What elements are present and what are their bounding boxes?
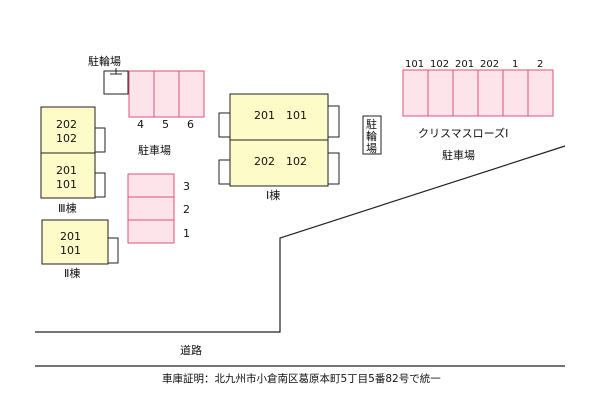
unit-number: 201 bbox=[60, 230, 81, 243]
building-iii-unit-lower bbox=[40, 152, 96, 199]
parking-number: 101 bbox=[405, 59, 424, 70]
building-ii: 201 101 Ⅱ棟 bbox=[41, 219, 119, 280]
parking-number: 201 bbox=[455, 59, 474, 70]
unit-number: 201 bbox=[254, 109, 275, 122]
unit-number: 102 bbox=[56, 132, 77, 145]
parking-number: 202 bbox=[480, 59, 499, 70]
parking-right: 101 102 201 202 1 2 bbox=[402, 59, 554, 117]
unit-number: 101 bbox=[56, 178, 77, 191]
parking-space bbox=[452, 69, 479, 117]
parking-number: 102 bbox=[430, 59, 449, 70]
building-iii-name: Ⅲ棟 bbox=[58, 201, 77, 215]
parking-space bbox=[402, 69, 429, 117]
bicycle-parking-vertical-char: 場 bbox=[366, 142, 377, 155]
building-i-name: Ⅰ棟 bbox=[266, 188, 280, 202]
parking-space-2 bbox=[127, 196, 175, 221]
unit-number: 101 bbox=[286, 109, 307, 122]
building-i-balcony bbox=[218, 159, 231, 185]
parking-number: 1 bbox=[512, 59, 518, 70]
unit-number: 101 bbox=[60, 244, 81, 257]
parking-space-4 bbox=[128, 70, 155, 118]
parking-number: 3 bbox=[183, 180, 190, 193]
unit-number: 102 bbox=[286, 155, 307, 168]
building-i-unit-lower bbox=[229, 139, 329, 187]
building-iii-unit-upper bbox=[40, 106, 96, 154]
parking-right-name: クリスマスローズⅠ bbox=[418, 126, 508, 140]
parking-space-5 bbox=[153, 70, 180, 118]
parking-space bbox=[427, 69, 454, 117]
parking-right-label: 駐車場 bbox=[442, 148, 475, 162]
parking-space-6 bbox=[178, 70, 205, 118]
parking-number: 6 bbox=[187, 118, 194, 131]
building-i-balcony bbox=[327, 105, 340, 138]
parking-number: 2 bbox=[537, 59, 543, 70]
building-iii-balcony bbox=[94, 127, 106, 153]
bicycle-parking-vertical-char: 輪 bbox=[366, 129, 377, 143]
building-iii: 202 102 201 101 Ⅲ棟 bbox=[40, 106, 106, 215]
parking-left-label: 駐車場 bbox=[138, 143, 171, 157]
parking-number: 1 bbox=[183, 227, 190, 240]
building-ii-balcony bbox=[107, 237, 119, 264]
building-i-balcony bbox=[218, 112, 231, 138]
boundary-line bbox=[35, 145, 566, 333]
parking-space bbox=[527, 69, 554, 117]
bicycle-parking-middle bbox=[362, 115, 382, 155]
parking-number: 5 bbox=[162, 118, 169, 131]
parking-space-3 bbox=[127, 173, 175, 198]
bicycle-parking-label: 駐輪場 bbox=[88, 54, 121, 68]
road-label: 道路 bbox=[180, 343, 202, 357]
building-i: 201 101 202 102 Ⅰ棟 bbox=[218, 93, 340, 202]
building-i-balcony bbox=[327, 152, 340, 185]
parking-number: 2 bbox=[183, 203, 190, 216]
unit-number: 202 bbox=[254, 155, 275, 168]
parking-space-1 bbox=[127, 219, 175, 244]
garage-certificate-note: 車庫証明：北九州市小倉南区葛原本町5丁目5番82号で統一 bbox=[162, 372, 441, 385]
building-ii-name: Ⅱ棟 bbox=[64, 266, 80, 280]
bicycle-parking-vertical-char: 駐 bbox=[366, 117, 377, 131]
parking-mid-left: 3 2 1 bbox=[127, 173, 190, 244]
building-ii-unit bbox=[41, 219, 109, 265]
parking-number: 4 bbox=[137, 118, 144, 131]
building-i-unit-upper bbox=[229, 93, 329, 141]
parking-space bbox=[502, 69, 529, 117]
unit-number: 202 bbox=[56, 118, 77, 131]
parking-top-left: 4 5 6 bbox=[128, 70, 205, 131]
building-iii-balcony bbox=[94, 172, 106, 198]
unit-number: 201 bbox=[56, 164, 77, 177]
parking-space bbox=[477, 69, 504, 117]
